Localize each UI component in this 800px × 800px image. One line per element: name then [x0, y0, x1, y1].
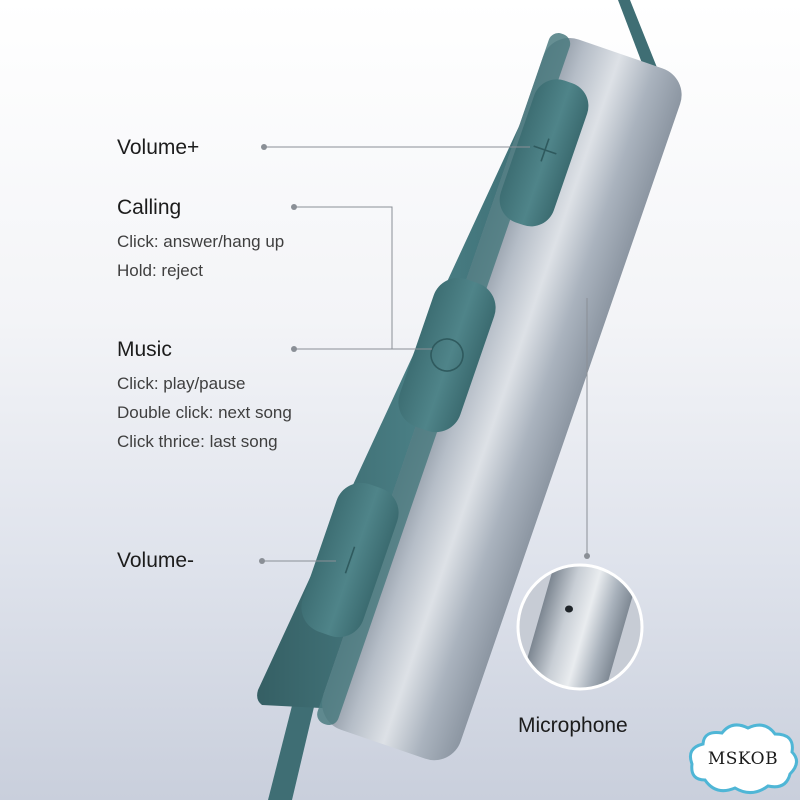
music-click-text: Click: play/pause: [117, 374, 246, 393]
music-title: Music: [117, 338, 172, 361]
brand-cloud: [688, 723, 798, 794]
microphone-hole-icon: [565, 605, 573, 613]
volume-up-button[interactable]: [493, 73, 595, 233]
brand-watermark: MSKOB: [687, 727, 799, 795]
minus-icon: [344, 546, 356, 574]
plus-icon: [533, 138, 557, 162]
volume-up-label: Volume+: [117, 136, 200, 159]
circle-icon: [430, 338, 464, 372]
calling-hold-text: Hold: reject: [117, 261, 203, 280]
cable-bottom: [268, 690, 318, 800]
volume-down-button[interactable]: [294, 476, 405, 644]
music-click-thrice-text: Click thrice: last song: [117, 432, 278, 451]
leader-line-calling: [294, 206, 393, 349]
calling-click-text: Click: answer/hang up: [117, 232, 285, 251]
volume-down-label: Volume-: [117, 549, 195, 572]
microphone-label: Microphone: [518, 714, 628, 737]
music-double-click-text: Double click: next song: [117, 403, 292, 422]
brand-text: MSKOB: [707, 749, 779, 769]
microphone-inset: [516, 563, 644, 691]
leader-dot-microphone: [584, 553, 590, 559]
calling-title: Calling: [117, 196, 182, 219]
music-button[interactable]: [391, 271, 502, 439]
